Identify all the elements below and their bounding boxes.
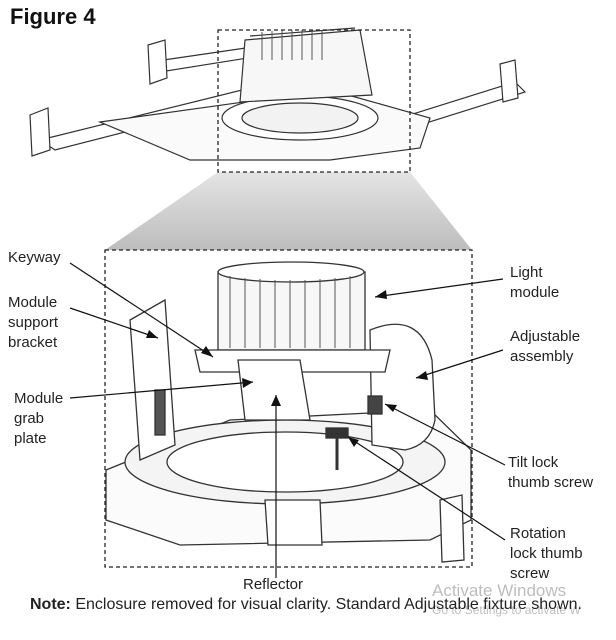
detail-fixture	[105, 261, 472, 563]
label-tilt-lock: Tilt lock thumb screw	[508, 454, 593, 491]
label-rotation-lock: Rotation lock thumb screw	[510, 525, 587, 582]
label-keyway: Keyway	[8, 249, 61, 266]
leader-adjustable-assembly	[415, 349, 504, 379]
label-light-module: Light module	[510, 264, 559, 301]
leader-tilt-lock	[384, 403, 506, 466]
label-reflector: Reflector	[243, 576, 303, 593]
leader-keyway	[69, 262, 214, 358]
leader-module-support-bracket	[69, 307, 159, 339]
detail-fins	[229, 276, 351, 348]
leader-arrowheads	[146, 290, 428, 447]
arrowhead-tilt-lock	[385, 404, 397, 412]
leader-rotation-lock	[347, 436, 506, 541]
note-prefix: Note:	[30, 596, 71, 613]
arrowhead-reflector	[271, 395, 281, 406]
leader-module-grab-plate	[69, 381, 254, 399]
label-module-support-bracket: Module support bracket	[8, 294, 62, 351]
arrowhead-rotation-lock	[348, 437, 359, 447]
arrowhead-module-support-bracket	[146, 330, 158, 338]
arrowhead-module-grab-plate	[242, 378, 253, 388]
zoom-wedge	[105, 172, 472, 250]
arrowhead-adjustable-assembly	[416, 371, 428, 380]
activate-windows-watermark: Activate Windows Go to Settings to activ…	[432, 581, 581, 617]
arrowhead-keyway	[201, 346, 213, 357]
figure-note: Note: Enclosure removed for visual clari…	[30, 595, 590, 615]
overview-fins	[261, 30, 323, 60]
note-text: Enclosure removed for visual clarity. St…	[75, 596, 582, 613]
detail-box-small	[217, 29, 411, 173]
leader-light-module	[374, 278, 504, 298]
figure-title: Figure 4	[10, 4, 96, 29]
label-module-grab-plate: Module grab plate	[14, 390, 67, 447]
leader-lines	[69, 262, 506, 578]
arrowhead-light-module	[375, 290, 387, 299]
overview-fixture	[29, 27, 527, 161]
label-adjustable-assembly: Adjustable assembly	[510, 328, 584, 365]
